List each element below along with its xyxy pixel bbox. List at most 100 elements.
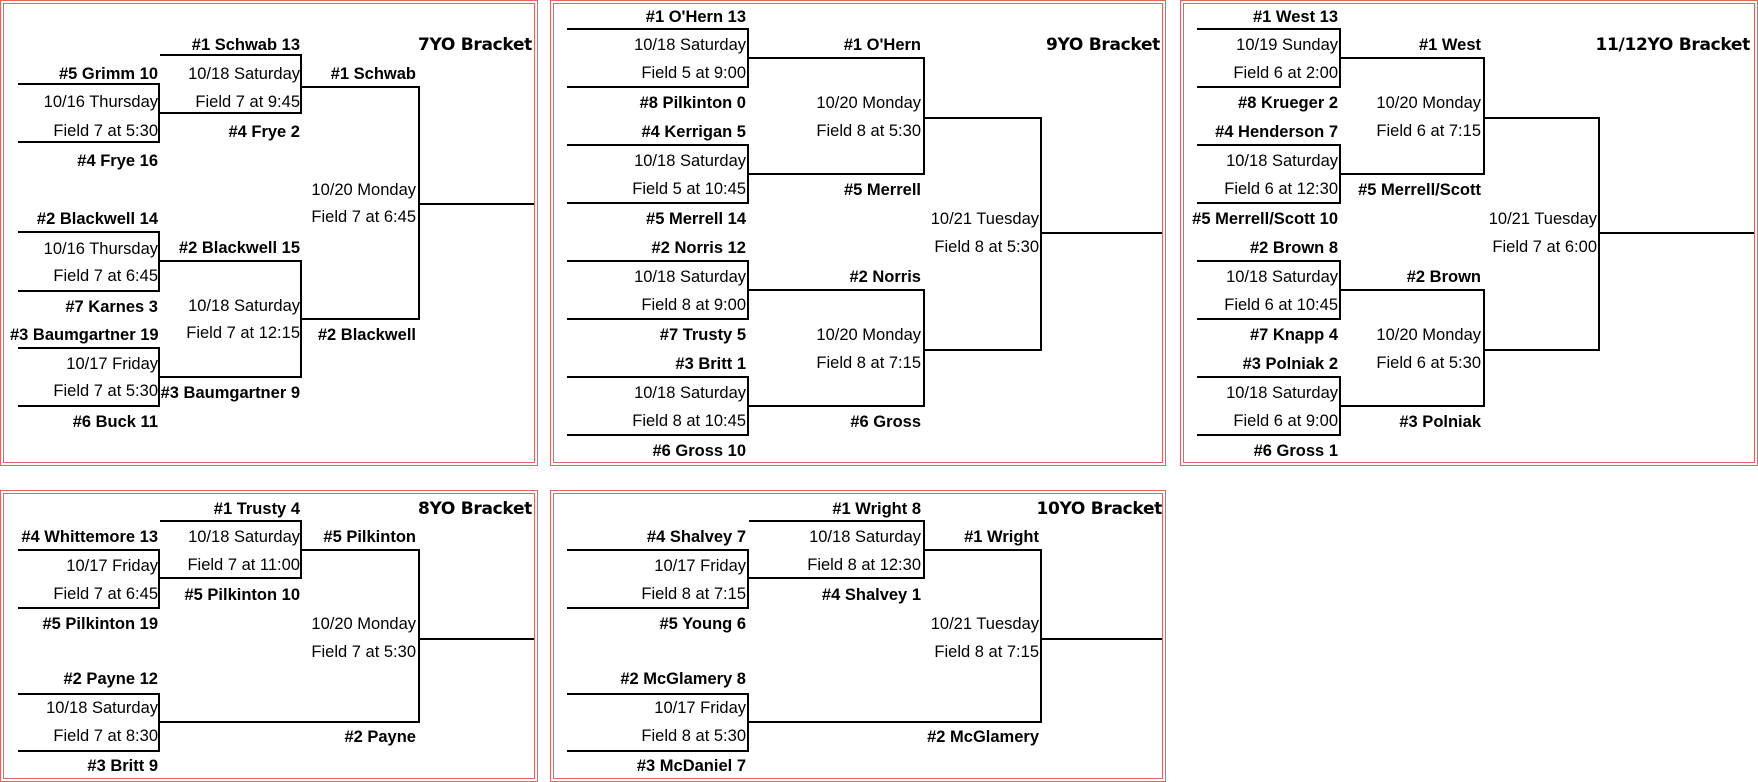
bracket-line [749,405,925,407]
team-label: #2 McGlamery [927,728,1039,746]
bracket-line [158,83,160,143]
team-label: #3 Polniak 2 [1242,355,1338,373]
game-date: 10/17 Friday [654,557,746,575]
game-date: 10/18 Saturday [634,36,746,54]
team-label: #5 Pilkinton [323,528,416,546]
bracket-line [158,347,160,407]
team-label: #4 Kerrigan 5 [641,123,746,141]
game-date: 10/18 Saturday [188,528,300,546]
bracket-line [418,549,420,723]
bracket-line [749,577,925,579]
bracket-line [1339,376,1341,436]
bracket-line [567,693,749,695]
bracket-line [1040,232,1162,234]
team-label: #2 Blackwell 15 [178,239,300,257]
team-label: #5 Merrell/Scott [1358,181,1481,199]
bracket-title: 9YO Bracket [1046,35,1160,55]
bracket-line [1483,289,1485,407]
bracket-7yo [0,0,538,466]
game-field: Field 7 at 5:30 [53,382,158,400]
team-label: #5 Young 6 [659,615,747,633]
team-label: #2 Blackwell 14 [36,210,158,228]
game-date: 10/20 Monday [311,181,416,199]
game-date: 10/18 Saturday [634,268,746,286]
bracket-line [160,577,302,579]
bracket-line [923,289,925,407]
game-field: Field 7 at 8:30 [53,727,158,745]
bracket-line [747,260,749,320]
bracket-line [418,203,534,205]
bracket-line [18,549,160,551]
bracket-line [1341,57,1485,59]
team-label: #6 Buck 11 [72,413,158,431]
bracket-line [160,376,302,378]
bracket-line [160,54,302,56]
bracket-line [567,202,749,204]
team-label: #3 Baumgartner 9 [160,384,300,402]
bracket-line [923,520,925,579]
game-field: Field 6 at 5:30 [1376,354,1481,372]
bracket-line [1197,202,1341,204]
bracket-line [747,144,749,204]
game-field: Field 8 at 12:30 [807,556,921,574]
team-label: #1 West [1418,36,1481,54]
team-label: #7 Trusty 5 [659,326,746,344]
bracket-line [158,693,160,752]
bracket-line [300,260,302,378]
game-date: 10/20 Monday [1376,326,1481,344]
bracket-title: 7YO Bracket [418,35,532,55]
team-label: #2 Payne [344,728,416,746]
bracket-line [160,112,302,114]
team-label: #1 O'Hern 13 [645,8,746,26]
bracket-line [567,144,749,146]
bracket-line [925,117,1042,119]
bracket-line [1197,28,1341,30]
team-label: #3 Britt 1 [675,355,746,373]
bracket-line [300,520,302,579]
bracket-line [18,750,160,752]
team-label: #1 Schwab [330,65,416,83]
bracket-line [1598,117,1600,351]
team-label: #3 McDaniel 7 [636,757,746,775]
bracket-line [158,549,160,609]
bracket-line [567,318,749,320]
bracket-line [567,434,749,436]
game-date: 10/20 Monday [816,94,921,112]
bracket-line [1197,144,1341,146]
bracket-line [18,693,160,695]
game-field: Field 6 at 10:45 [1224,296,1338,314]
game-date: 10/18 Saturday [1226,384,1338,402]
bracket-9yo [550,0,1166,466]
team-label: #3 Britt 9 [87,757,158,775]
bracket-line [925,549,1042,551]
bracket-line [302,86,420,88]
game-field: Field 8 at 7:15 [816,354,921,372]
team-label: #4 Henderson 7 [1215,123,1338,141]
game-field: Field 7 at 6:45 [311,208,416,226]
bracket-line [1485,117,1600,119]
game-date: 10/18 Saturday [188,297,300,315]
bracket-line [302,318,420,320]
game-date: 10/21 Tuesday [1488,210,1597,228]
bracket-line [1197,86,1341,88]
game-date: 10/20 Monday [816,326,921,344]
bracket-line [18,290,160,292]
bracket-line [1197,376,1341,378]
game-date: 10/16 Thursday [43,240,158,258]
game-date: 10/17 Friday [654,699,746,717]
team-label: #1 Wright 8 [832,500,921,518]
game-field: Field 7 at 5:30 [311,643,416,661]
bracket-title: 8YO Bracket [418,499,532,519]
team-label: #2 Payne 12 [63,670,159,688]
bracket-line [567,549,749,551]
team-label: #6 Gross [850,413,921,431]
game-field: Field 5 at 9:00 [641,64,746,82]
bracket-line [749,57,925,59]
team-label: #1 O'Hern [843,36,921,54]
bracket-line [1197,260,1341,262]
bracket-line [567,750,749,752]
bracket-line [747,28,749,88]
team-label: #8 Krueger 2 [1238,94,1338,112]
bracket-line [923,57,925,175]
